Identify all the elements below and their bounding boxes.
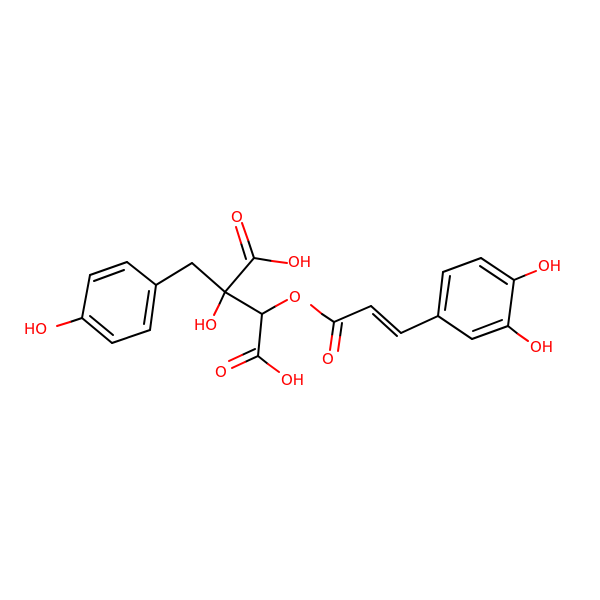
- bond-c2-to-oh-c: [218, 291, 226, 306]
- acid-bottom-hydroxyl-label: OH: [281, 371, 304, 389]
- acid-bottom-carbonyl-oxygen-label: O: [215, 363, 227, 381]
- bond-ester-co2-o: [337, 336, 341, 352]
- atom-labels-group: HO HO O OH O OH O O OH OH: [24, 208, 561, 389]
- bond-ring2-b: [442, 257, 482, 273]
- bond-alkene: [370, 305, 402, 334]
- bond-ring2-a-inner: [444, 275, 451, 311]
- bond-ring2-f: [437, 315, 473, 340]
- bond-ring1-e: [111, 329, 151, 344]
- bond-ring2-to-oh-bottom-c: [507, 325, 519, 335]
- bond-ring1-c: [81, 274, 91, 319]
- bond-acid-top-oh-c: [253, 257, 273, 262]
- bond-ring1-d-inner: [89, 315, 114, 336]
- bond-c2-to-acid-top: [224, 257, 255, 293]
- bond-ring1-to-oh-o: [56, 321, 71, 327]
- catechol-hydroxyl-top-label: OH: [538, 257, 561, 275]
- bond-c3-to-acid-bottom: [257, 313, 263, 357]
- bond-ring1-to-oh-c: [69, 317, 83, 323]
- c2-hydroxyl-label: HO: [194, 316, 217, 334]
- bond-c3-to-ester-o-o: [275, 299, 288, 307]
- bond-ring2-e-inner: [472, 319, 503, 332]
- bond-acid-bottom-oh-o: [267, 363, 280, 373]
- catechol-hydroxyl-bottom-label: OH: [530, 338, 553, 356]
- bond-ring2-e: [471, 325, 509, 340]
- bond-acid-top-oh-o: [271, 260, 288, 264]
- bond-ester-to-alkene: [333, 305, 372, 323]
- bond-ring1-a: [126, 261, 157, 286]
- bond-c2-to-c3: [224, 291, 263, 315]
- bond-acid-bottom-oh-c: [257, 355, 269, 365]
- bond-acid-top-co-o: [241, 222, 249, 241]
- acid-top-hydroxyl-label: OH: [288, 253, 311, 271]
- bonds-group: [56, 222, 537, 373]
- acid-top-carbonyl-oxygen-label: O: [231, 208, 243, 226]
- bond-ring2-c: [480, 257, 515, 281]
- bond-alkene-inner: [372, 313, 398, 337]
- bond-acid-top-co2-c: [240, 242, 247, 260]
- bond-ester-co2-c: [339, 322, 343, 338]
- bond-alkene-to-ring2: [400, 315, 439, 334]
- ester-oxygen-label: O: [289, 288, 301, 306]
- bond-ring2-a: [437, 271, 444, 317]
- bond-ring2-to-oh-top-c: [513, 274, 527, 281]
- bond-c3-to-ester-o-c: [261, 305, 277, 315]
- bond-ring1-f-inner: [143, 290, 150, 325]
- bond-ring2-d: [507, 279, 515, 327]
- bond-ester-o-to-carbonyl-c: [321, 313, 335, 323]
- bond-ring1-d: [81, 317, 113, 344]
- bond-ring2-to-oh-bottom-o: [517, 333, 529, 342]
- bond-ring2-c-inner: [479, 265, 508, 285]
- bond-ring1-f: [149, 284, 157, 331]
- phenol-hydroxyl-label: HO: [24, 320, 47, 338]
- bond-acid-bottom-co2-c: [241, 348, 256, 356]
- bond-ring2-to-oh-top-o: [525, 270, 537, 276]
- bond-ring1-b: [89, 261, 128, 276]
- bond-acid-bottom-co-o: [231, 361, 246, 369]
- bond-ester-co-c: [331, 321, 335, 337]
- bond-ring1-b-inner: [93, 269, 125, 282]
- bond-acid-bottom-co2-o: [228, 354, 243, 362]
- bond-acid-bottom-co-c: [244, 355, 259, 363]
- bond-ring1-to-ch2: [155, 262, 193, 286]
- bond-ester-co-o: [329, 335, 333, 351]
- bond-ch2-to-c2: [191, 262, 226, 293]
- ester-carbonyl-oxygen-label: O: [322, 350, 334, 368]
- bond-c2-to-oh-o: [213, 304, 220, 316]
- bond-acid-top-co-c: [247, 239, 255, 259]
- bond-acid-top-co2-o: [235, 226, 242, 244]
- bond-ester-o-to-carbonyl-o: [310, 304, 323, 315]
